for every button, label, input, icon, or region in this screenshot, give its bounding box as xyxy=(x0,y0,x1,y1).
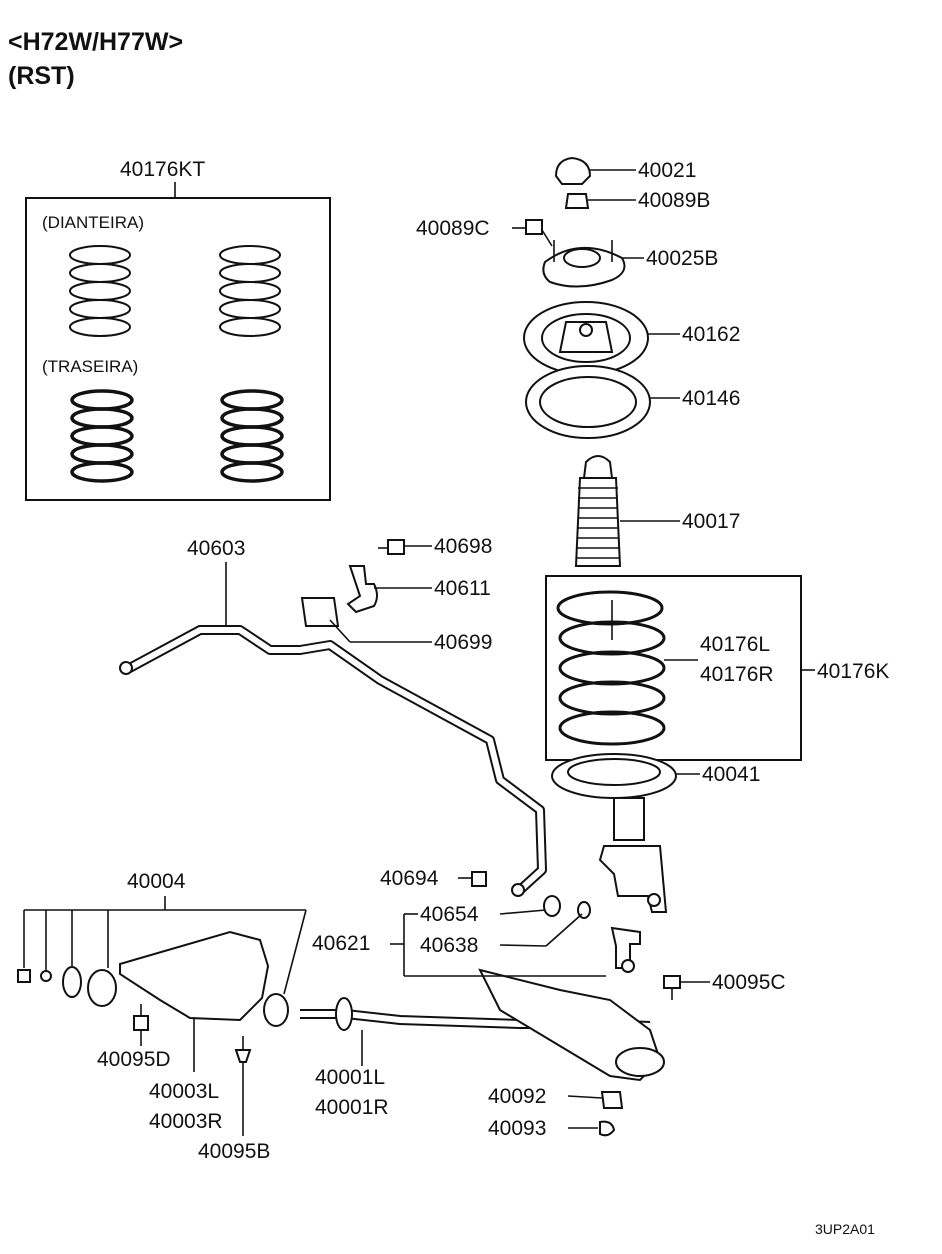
spring-kit-group: 40176KT (DIANTEIRA) (TRASEIRA) xyxy=(25,158,331,501)
label-40176K: 40176K xyxy=(817,660,889,683)
label-40095D: 40095D xyxy=(97,1048,171,1071)
bolt-40095C: 40095C xyxy=(663,971,786,1000)
label-40654: 40654 xyxy=(420,903,479,926)
nut-40089B: 40089B xyxy=(564,189,710,212)
strut-40041: 40041 xyxy=(551,753,760,913)
label-40603: 40603 xyxy=(187,537,245,560)
label-40092: 40092 xyxy=(488,1085,546,1108)
front-spring-left xyxy=(69,245,131,337)
bolt-40698: 40698 xyxy=(378,535,492,558)
label-40176L: 40176L xyxy=(700,633,770,656)
label-40621: 40621 xyxy=(312,932,370,955)
bolt-40095B: 40095B xyxy=(198,1036,270,1163)
variant-code: (RST) xyxy=(8,62,75,90)
coil-spring-box xyxy=(545,575,802,761)
nut-40694: 40694 xyxy=(380,867,487,890)
label-40003L: 40003L xyxy=(149,1080,219,1103)
label-40095C: 40095C xyxy=(712,971,786,994)
bump-stop-40017: 40017 xyxy=(574,455,740,567)
label-40089B: 40089B xyxy=(638,189,710,212)
label-40638: 40638 xyxy=(420,934,478,957)
coil-spring-group: 40176L 40176R 40176K xyxy=(545,575,889,761)
label-40041: 40041 xyxy=(702,763,760,786)
insulator-40146: 40146 xyxy=(525,365,740,439)
spring-kit-box xyxy=(25,197,331,501)
rear-spring-right xyxy=(220,389,284,483)
label-40699: 40699 xyxy=(434,631,492,654)
label-front: (DIANTEIRA) xyxy=(42,213,144,232)
label-40698: 40698 xyxy=(434,535,492,558)
bushing-40699: 40699 xyxy=(300,597,492,654)
bolt-40095D: 40095D xyxy=(97,1004,171,1071)
label-40004: 40004 xyxy=(127,870,186,893)
diagram-code: 3UP2A01 xyxy=(815,1221,875,1237)
cap-40021: 40021 xyxy=(554,156,696,185)
crossmember-40004: 40004 xyxy=(17,870,307,1027)
label-40176R: 40176R xyxy=(700,663,774,686)
label-rear: (TRASEIRA) xyxy=(42,357,138,376)
link-group-40621: 40621 40654 40638 xyxy=(312,895,641,977)
mount-40025B: 40025B xyxy=(542,240,718,288)
label-40694: 40694 xyxy=(380,867,439,890)
coil-spring xyxy=(556,590,666,746)
label-40001L: 40001L xyxy=(315,1066,385,1089)
stabilizer-bar-40603: 40603 xyxy=(119,537,547,897)
rear-spring-left xyxy=(70,389,134,483)
label-40095B: 40095B xyxy=(198,1140,270,1163)
label-40025B: 40025B xyxy=(646,247,718,270)
model-codes: <H72W/H77W> xyxy=(8,28,184,56)
front-spring-right xyxy=(219,245,281,337)
labels-40003: 40003L 40003R xyxy=(149,1018,223,1133)
seat-40162: 40162 xyxy=(523,301,740,375)
label-40146: 40146 xyxy=(682,387,740,410)
bracket-40611: 40611 xyxy=(346,565,491,614)
label-40003R: 40003R xyxy=(149,1110,223,1133)
label-40093: 40093 xyxy=(488,1117,546,1140)
nut-40092: 40092 xyxy=(488,1085,624,1109)
nut-40089C: 40089C xyxy=(416,217,553,247)
lower-arm-40001: 40001L 40001R xyxy=(300,968,665,1119)
label-40017: 40017 xyxy=(682,510,740,533)
label-40162: 40162 xyxy=(682,323,740,346)
label-40611: 40611 xyxy=(434,577,491,600)
label-40176KT: 40176KT xyxy=(120,158,205,181)
label-40021: 40021 xyxy=(638,159,696,182)
label-40089C: 40089C xyxy=(416,217,490,240)
label-40001R: 40001R xyxy=(315,1096,389,1119)
pin-40093: 40093 xyxy=(488,1117,616,1140)
